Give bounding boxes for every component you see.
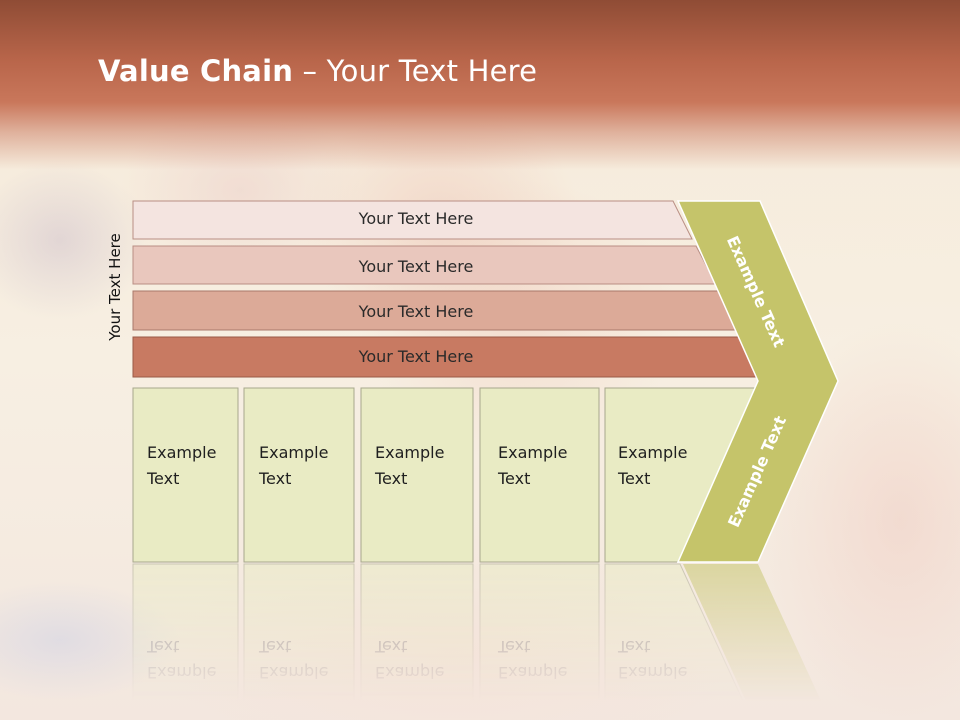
slide-title: Value Chain – Your Text Here [98,54,537,88]
box-2 [243,387,355,563]
box-2-line1: Example [259,443,328,462]
reflection-label-3-1: Example [375,663,444,682]
box-1-line1: Example [147,443,216,462]
title-rest: – Your Text Here [293,54,538,88]
box-5-line2: Text [617,469,650,488]
box-4 [479,387,600,563]
reflection-label-4-1: Example [498,663,567,682]
bar-3-label: Your Text Here [358,302,474,321]
box-5-line1: Example [618,443,687,462]
box-1 [132,387,239,563]
bar-1-label: Your Text Here [358,209,474,228]
reflection-label-1-1: Example [147,663,216,682]
reflection-label-2-2: Text [258,637,291,656]
box-4-line1: Example [498,443,567,462]
header-band [0,0,960,170]
reflection-label-2-1: Example [259,663,328,682]
box-3-line1: Example [375,443,444,462]
reflection-label-5-1: Example [618,663,687,682]
bars-group: Your Text Here Your Text Here Your Text … [132,200,764,378]
boxes-group: Example Text Example Text Example Text E… [132,387,761,563]
bar-1 [132,200,693,240]
bar-4-label: Your Text Here [358,347,474,366]
reflection-label-5-2: Text [617,637,650,656]
reflection-label-4-2: Text [497,637,530,656]
title-strong: Value Chain [98,54,294,88]
box-3-line2: Text [374,469,407,488]
chevron-shape [676,200,839,563]
margin-chevron: Example Text Example Text [676,200,839,563]
reflection-label-3-2: Text [374,637,407,656]
box-2-line2: Text [258,469,291,488]
bar-2-label: Your Text Here [358,257,474,276]
reflection-label-1-2: Text [146,637,179,656]
box-3 [360,387,474,563]
box-4-line2: Text [497,469,530,488]
box-1-line2: Text [146,469,179,488]
